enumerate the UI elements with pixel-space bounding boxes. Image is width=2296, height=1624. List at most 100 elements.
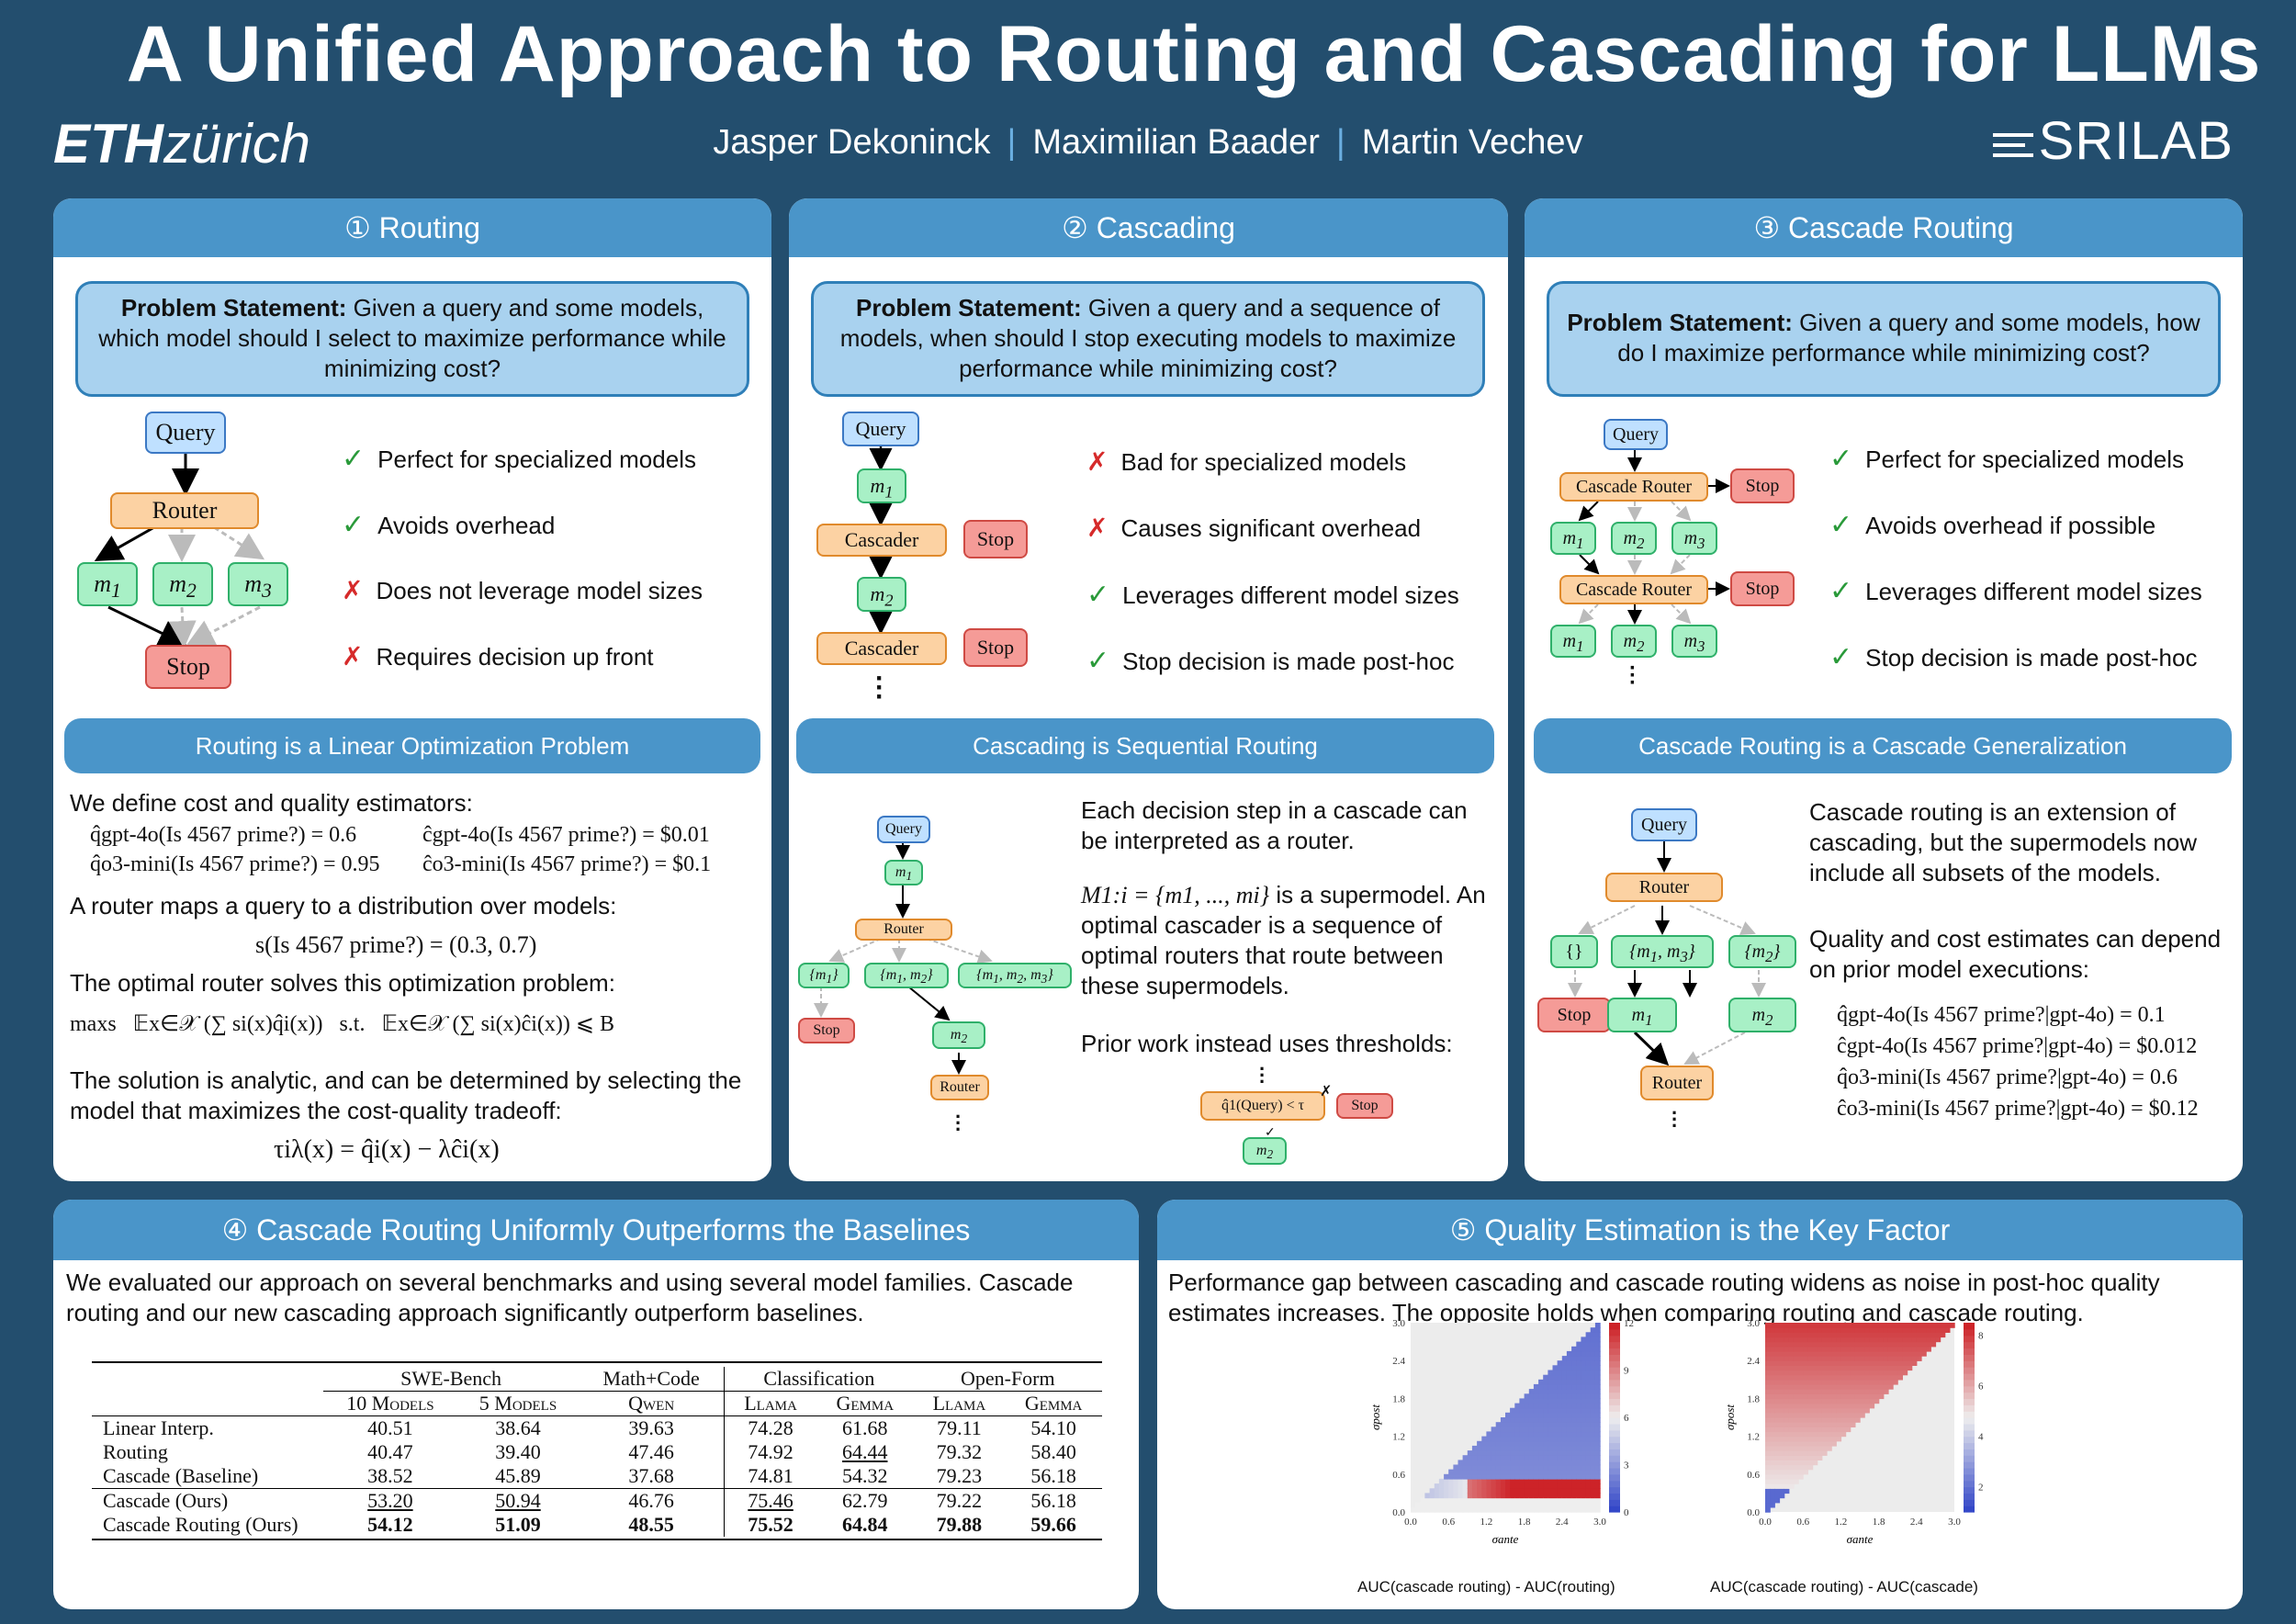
heatmap-cell — [1415, 1506, 1421, 1513]
heatmap-cell — [1514, 1431, 1521, 1438]
heatmap-cell — [1576, 1403, 1582, 1409]
heatmap-cell — [1770, 1370, 1775, 1376]
heatmap-cell — [1774, 1488, 1781, 1494]
heatmap-cell — [1566, 1497, 1572, 1504]
heatmap-cell — [1448, 1493, 1454, 1499]
heatmap-cell — [1765, 1403, 1771, 1409]
heatmap-cell — [1850, 1370, 1856, 1376]
routing-pros-cons: ✓Perfect for specialized models ✓Avoids … — [342, 443, 703, 707]
heatmap-cell — [1840, 1422, 1847, 1427]
router-node: Router — [110, 492, 259, 529]
heatmap-cell — [1467, 1488, 1473, 1494]
heatmap-cell — [1519, 1497, 1525, 1504]
heatmap-cell — [1845, 1417, 1851, 1423]
model-node-m3: m3 — [1671, 522, 1717, 555]
heatmap-cell — [1495, 1455, 1502, 1460]
heatmap-cell — [1576, 1379, 1582, 1385]
heatmap-cell — [1854, 1383, 1861, 1390]
heatmap-cell — [1543, 1436, 1548, 1442]
heatmap-cell — [1561, 1379, 1568, 1385]
heatmap-cell — [1827, 1379, 1832, 1385]
heatmap-cell — [1765, 1473, 1771, 1480]
heatmap-cell — [1798, 1393, 1804, 1400]
heatmap-cell — [1477, 1478, 1482, 1484]
heatmap-cell — [1590, 1422, 1596, 1427]
heatmap-cell — [1883, 1379, 1889, 1385]
heatmap-cell — [1495, 1493, 1502, 1499]
heatmap-cell — [1793, 1341, 1799, 1348]
author: Maximilian Baader — [1032, 123, 1320, 162]
heatmap-cell — [1878, 1346, 1885, 1352]
heatmap-cell — [1878, 1393, 1885, 1400]
heatmap-cell — [1902, 1332, 1908, 1338]
heatmap-cell — [1803, 1407, 1808, 1414]
heatmap-cell — [1869, 1350, 1875, 1357]
heatmap-cell — [1774, 1332, 1781, 1338]
heatmap-cell — [1486, 1506, 1492, 1513]
heatmap-cell — [1424, 1493, 1431, 1499]
heatmap-cell — [1585, 1455, 1592, 1460]
heatmap-cell — [1594, 1341, 1601, 1348]
heatmap-cell — [1552, 1379, 1559, 1385]
heatmap-cell — [1552, 1403, 1559, 1409]
heatmap-cell — [1505, 1469, 1511, 1475]
heatmap-cell — [1448, 1469, 1454, 1475]
heatmap-cell — [1444, 1493, 1449, 1499]
heatmap-cell — [1807, 1445, 1814, 1451]
heatmap-cell — [1784, 1350, 1790, 1357]
heatmap-cell — [1581, 1473, 1587, 1480]
y-tick-label: 1.2 — [1747, 1432, 1760, 1443]
heatmap-cell — [1462, 1488, 1469, 1494]
heatmap-cell — [1827, 1350, 1832, 1357]
colorbar-segment — [1609, 1354, 1620, 1361]
heatmap-cell — [1770, 1323, 1775, 1328]
heatmap-cell — [1827, 1436, 1832, 1442]
heatmap-cell — [1524, 1483, 1530, 1489]
heatmap-cell — [1803, 1440, 1808, 1447]
heatmap-cell — [1471, 1483, 1478, 1489]
heatmap-cell — [1831, 1323, 1837, 1328]
heatmap-cell — [1585, 1346, 1592, 1352]
heatmap-cell — [1481, 1478, 1488, 1484]
heatmap-cell — [1533, 1502, 1539, 1508]
heatmap-cell — [1538, 1422, 1544, 1427]
heatmap-cell — [1840, 1336, 1847, 1343]
heatmap-cell — [1543, 1497, 1548, 1504]
heatmap-cell — [1803, 1436, 1808, 1442]
heatmap-cell — [1548, 1460, 1554, 1466]
heatmap-cell — [1566, 1469, 1572, 1475]
heatmap-cell — [1827, 1360, 1832, 1366]
heatmap-cell — [1462, 1497, 1469, 1504]
heatmap-cell — [1779, 1483, 1785, 1489]
heatmap-cell — [1585, 1431, 1592, 1438]
heatmap-cell — [1770, 1398, 1775, 1404]
heatmap-cell — [1765, 1374, 1771, 1381]
heatmap-cell — [1827, 1365, 1832, 1371]
x-tick-label: 1.2 — [1835, 1517, 1848, 1528]
heatmap-cell — [1784, 1356, 1790, 1361]
heatmap-cell — [1429, 1502, 1435, 1508]
y-tick-label: 3.0 — [1392, 1318, 1405, 1329]
heatmap-cell — [1874, 1370, 1880, 1376]
heatmap-cell — [1486, 1478, 1492, 1484]
heatmap-cell — [1765, 1407, 1771, 1414]
heatmap-cell — [1878, 1379, 1885, 1385]
heatmap-cell — [1774, 1450, 1781, 1456]
heatmap-cell — [1765, 1417, 1771, 1423]
heatmap-cell — [1581, 1478, 1587, 1484]
heatmap-cell — [1803, 1431, 1808, 1438]
heatmap-cell — [1807, 1436, 1814, 1442]
heatmap-cell — [1444, 1483, 1449, 1489]
heatmap-cell — [1524, 1460, 1530, 1466]
heatmap-cell — [1907, 1336, 1913, 1343]
heatmap-cell — [1543, 1398, 1548, 1404]
heatmap-cell — [1817, 1431, 1823, 1438]
heatmap-cell — [1765, 1412, 1771, 1418]
heatmap-cell — [1864, 1327, 1870, 1333]
heatmap-cell — [1812, 1383, 1818, 1390]
y-tick-label: 2.4 — [1747, 1356, 1760, 1367]
heatmap-cell — [1424, 1506, 1431, 1513]
heatmap-cell — [1897, 1370, 1903, 1376]
bullet-item: ✓Stop decision is made post-hoc — [1086, 646, 1455, 676]
heatmap-cell — [1897, 1332, 1903, 1338]
